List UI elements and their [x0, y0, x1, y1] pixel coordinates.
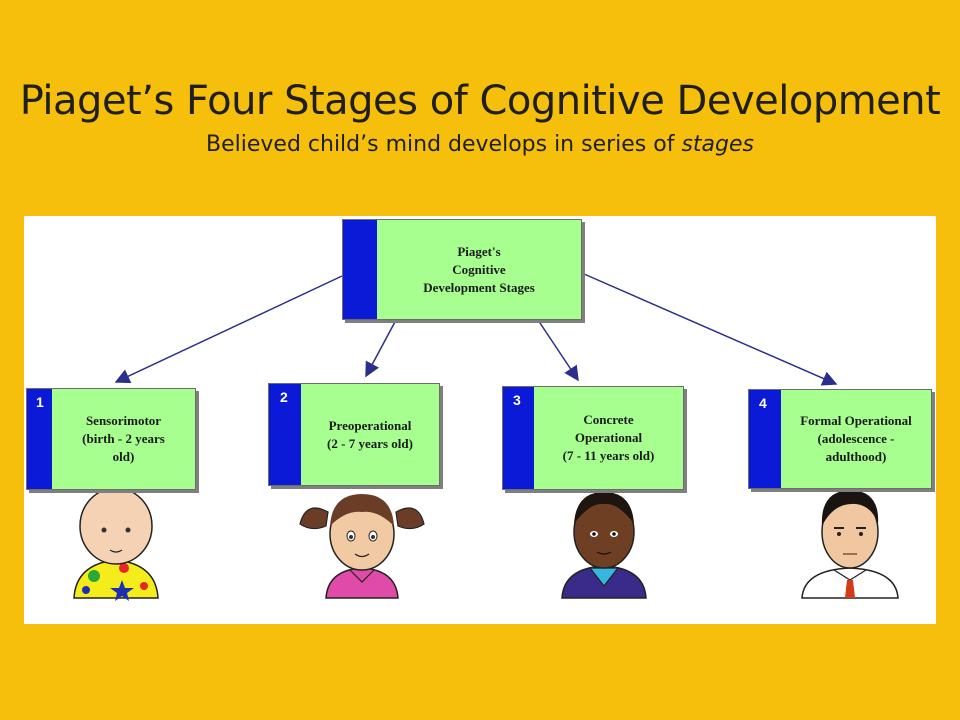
- stage-number: 2: [280, 389, 288, 405]
- stage-box-2: 2 Preoperational (2 - 7 years old): [268, 383, 440, 486]
- stage-box-bar: [503, 387, 534, 489]
- stage-box-bar: [749, 390, 781, 488]
- arrow-to-stage-4: [583, 273, 838, 386]
- stage-box-3: 3 Concrete Operational (7 - 11 years old…: [502, 386, 684, 490]
- stage-box-4: 4 Formal Operational (adolescence - adul…: [748, 389, 932, 489]
- baby-illustration: [73, 487, 159, 601]
- arrow-to-stage-2: [365, 319, 397, 378]
- slide-title: Piaget’s Four Stages of Cognitive Develo…: [19, 78, 941, 124]
- girl-illustration: [299, 494, 425, 599]
- stage-box-bar: [269, 384, 301, 485]
- boy-illustration: [561, 492, 647, 599]
- stage-label: Concrete Operational (7 - 11 years old): [562, 412, 655, 463]
- stage-box-bar: [27, 389, 52, 489]
- subtitle-text: Believed child’s mind develops in series…: [206, 132, 682, 157]
- subtitle-emphasis: stages: [681, 132, 754, 157]
- stage-label: Preoperational (2 - 7 years old): [327, 417, 413, 451]
- stage-box-1: 1 Sensorimotor (birth - 2 years old): [26, 388, 196, 490]
- stage-number: 4: [759, 395, 767, 411]
- stage-label: Formal Operational (adolescence - adulth…: [800, 413, 912, 464]
- arrow-to-stage-1: [114, 275, 343, 384]
- slide-subtitle: Believed child’s mind develops in series…: [0, 132, 960, 157]
- diagram-panel: Piaget's Cognitive Development Stages 1 …: [24, 216, 936, 624]
- connector-arrows: [73, 273, 899, 601]
- stage-label: Sensorimotor (birth - 2 years old): [82, 413, 165, 464]
- adult-illustration: [801, 490, 899, 599]
- arrow-to-stage-3: [537, 319, 579, 382]
- root-box-label: Piaget's Cognitive Development Stages: [423, 243, 535, 295]
- stage-number: 3: [513, 392, 521, 408]
- root-box: Piaget's Cognitive Development Stages: [342, 219, 582, 320]
- stage-number: 1: [36, 394, 44, 410]
- root-box-bar: [343, 220, 377, 319]
